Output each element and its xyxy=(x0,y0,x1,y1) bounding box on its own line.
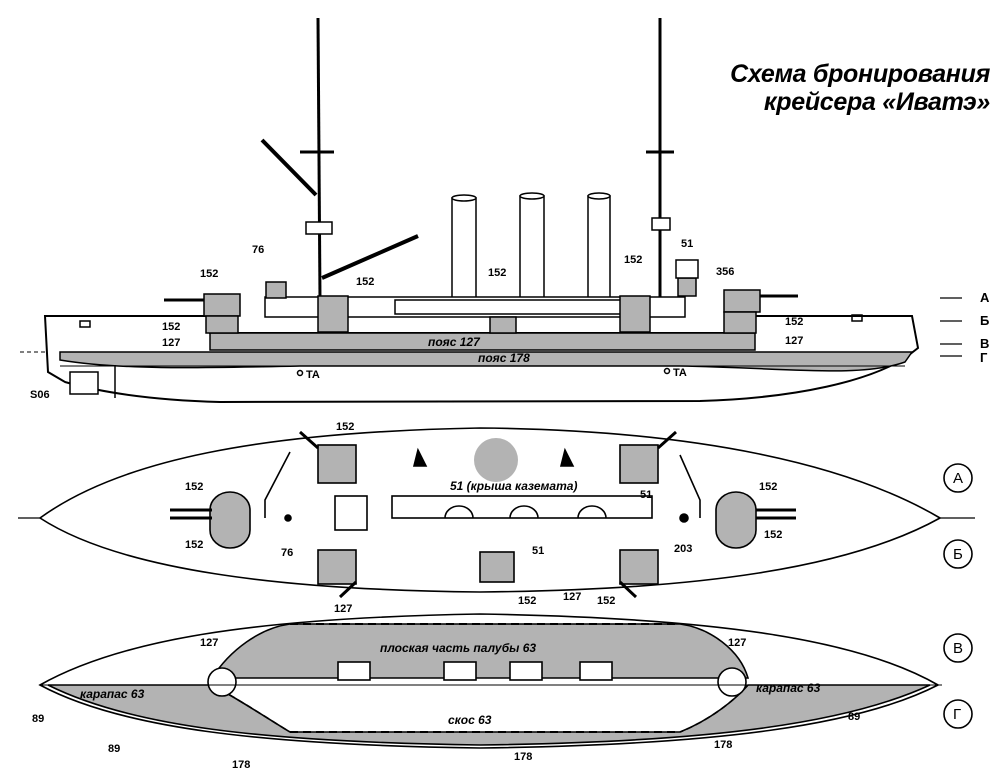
label-152-left-side: 152 xyxy=(162,321,180,333)
label-d89-left-end: 89 xyxy=(32,713,44,725)
label-d178-left: 178 xyxy=(232,759,250,771)
funnel-3 xyxy=(587,195,611,299)
torpedo-label-fore: TA xyxy=(306,369,320,381)
label-152-fore-casemate: 152 xyxy=(356,276,374,288)
label-d127-top-left: 127 xyxy=(334,603,352,615)
aft-casemate xyxy=(619,295,651,333)
slope-label: скос 63 xyxy=(448,713,492,727)
title-line-1: Схема бронирования xyxy=(730,60,990,88)
main-boom xyxy=(321,234,419,280)
main-top xyxy=(651,217,671,231)
aft-barbette xyxy=(723,311,757,334)
label-d127-top-right: 127 xyxy=(563,591,581,603)
label-d178-right: 178 xyxy=(714,739,732,751)
funnel-1 xyxy=(451,197,477,299)
deck-label-g: Г xyxy=(980,350,988,365)
label-d127-left: 127 xyxy=(200,637,218,649)
section-label-b: Б xyxy=(953,546,963,563)
turret-aft-plan xyxy=(715,491,757,549)
carapace-right-label: карапас 63 xyxy=(756,681,821,695)
label-c203: 203 xyxy=(674,543,692,555)
label-152-mid: 152 xyxy=(488,267,506,279)
casemate-top-right xyxy=(619,444,659,484)
tower-356 xyxy=(677,277,697,297)
fore-turret xyxy=(203,293,241,317)
label-c152-left-upper: 152 xyxy=(185,481,203,493)
side-view-labels: А Б В Г пояс 127 пояс 178 TA TA S06 152 … xyxy=(30,238,990,401)
plan-upper-outline xyxy=(38,427,942,593)
plan-upper-labels: А Б 51 (крыша каземата) 152 152 152 76 5… xyxy=(185,421,963,607)
label-152-fore-turret: 152 xyxy=(200,268,218,280)
label-c51-mid: 51 xyxy=(532,545,544,557)
fore-boom xyxy=(260,138,318,197)
casemate-76 xyxy=(265,281,287,299)
label-c51-right-top: 51 xyxy=(640,489,652,501)
funnel-2 xyxy=(519,195,545,299)
label-152-right-side: 152 xyxy=(785,316,803,328)
label-76: 76 xyxy=(252,244,264,256)
flat-deck-label: плоская часть палубы 63 xyxy=(380,641,536,655)
label-c152-bottom-right: 152 xyxy=(597,595,615,607)
label-c152-left-lower: 152 xyxy=(185,539,203,551)
mid-casemate xyxy=(489,316,517,334)
label-d178-mid: 178 xyxy=(514,751,532,763)
plan-lower xyxy=(38,613,973,749)
label-c76: 76 xyxy=(281,547,293,559)
label-d89-left-bottom: 89 xyxy=(108,743,120,755)
label-127-right-side: 127 xyxy=(785,335,803,347)
fore-barbette xyxy=(205,315,239,334)
title-line-2: крейсера «Иватэ» xyxy=(763,88,990,116)
fore-top xyxy=(305,221,333,235)
casemate-top-left xyxy=(317,444,357,484)
upper-belt xyxy=(209,332,756,351)
casemate-roof-label: 51 (крыша каземата) xyxy=(450,479,577,493)
diagram-title: Схема бронирования крейсера «Иватэ» xyxy=(730,60,990,116)
belt-main-label: пояс 178 xyxy=(478,351,530,365)
label-c152-top-left: 152 xyxy=(336,421,354,433)
torpedo-label-aft: TA xyxy=(673,367,687,379)
label-356: 356 xyxy=(716,266,734,278)
label-51: 51 xyxy=(681,238,693,250)
signature: S06 xyxy=(30,389,50,401)
casemate-roof-51 xyxy=(474,438,518,482)
label-152-aft-casemate: 152 xyxy=(624,254,642,266)
plan-upper xyxy=(18,427,975,599)
side-view xyxy=(20,17,962,404)
label-c152-right-lower: 152 xyxy=(764,529,782,541)
deck-label-b: Б xyxy=(980,313,989,328)
label-d89-right: 89 xyxy=(848,711,860,723)
section-label-g: Г xyxy=(953,706,961,723)
plan-lower-labels: В Г плоская часть палубы 63 карапас 63 к… xyxy=(32,591,963,771)
label-c152-bottom-mid: 152 xyxy=(518,595,536,607)
turret-fore-plan xyxy=(209,491,251,549)
fore-mast xyxy=(316,17,322,301)
section-label-a: А xyxy=(953,470,963,487)
label-127-left-side: 127 xyxy=(162,337,180,349)
casemate-bottom-left xyxy=(317,549,357,585)
deck-label-a: А xyxy=(980,290,990,305)
label-d127-right: 127 xyxy=(728,637,746,649)
belt-upper-label: пояс 127 xyxy=(428,335,481,349)
casemate-bottom-mid xyxy=(479,551,515,583)
section-label-v: В xyxy=(953,640,963,657)
aft-turret xyxy=(723,289,761,313)
carapace-left-label: карапас 63 xyxy=(80,687,145,701)
casemate-bottom-right xyxy=(619,549,659,585)
deck-label-v: В xyxy=(980,336,989,351)
fore-casemate xyxy=(317,295,349,333)
label-c152-right-upper: 152 xyxy=(759,481,777,493)
